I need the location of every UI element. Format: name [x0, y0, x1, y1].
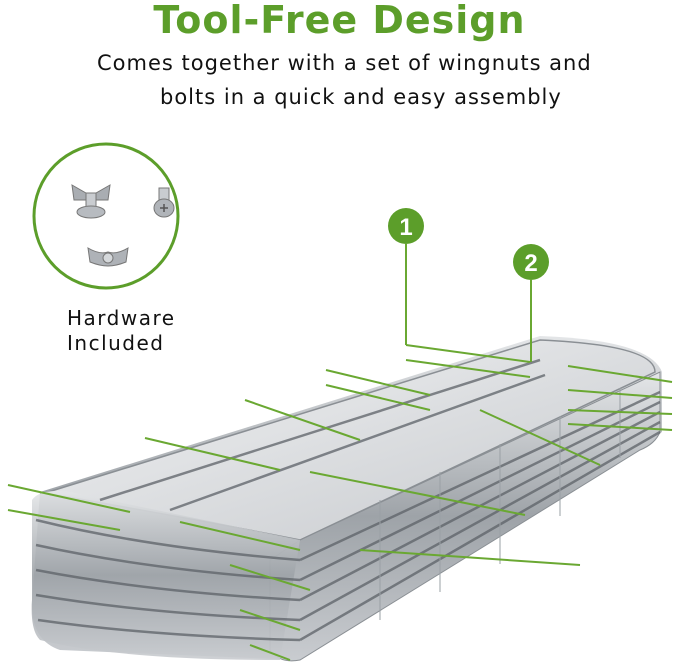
hardware-label-line-2: Included [67, 331, 165, 355]
callout-number: 1 [399, 214, 412, 241]
subtitle-line-1: Comes together with a set of wingnuts an… [97, 51, 592, 75]
callout-1: 1 [388, 208, 424, 345]
garden-bed [31, 336, 662, 662]
bolt-guide-lines [7, 344, 673, 661]
hardware-label: Hardware Included [67, 306, 176, 356]
callout-number: 2 [524, 250, 537, 277]
page-title: Tool-Free Design [153, 0, 526, 42]
hardware-badge [32, 142, 180, 290]
subtitle-line-2: bolts in a quick and easy assembly [160, 85, 562, 109]
wing-nut-icon [87, 247, 129, 267]
hardware-label-line-1: Hardware [67, 306, 176, 330]
callout-2: 2 [513, 244, 549, 362]
wing-bolt-icon [71, 184, 111, 219]
screw-icon [153, 187, 175, 218]
